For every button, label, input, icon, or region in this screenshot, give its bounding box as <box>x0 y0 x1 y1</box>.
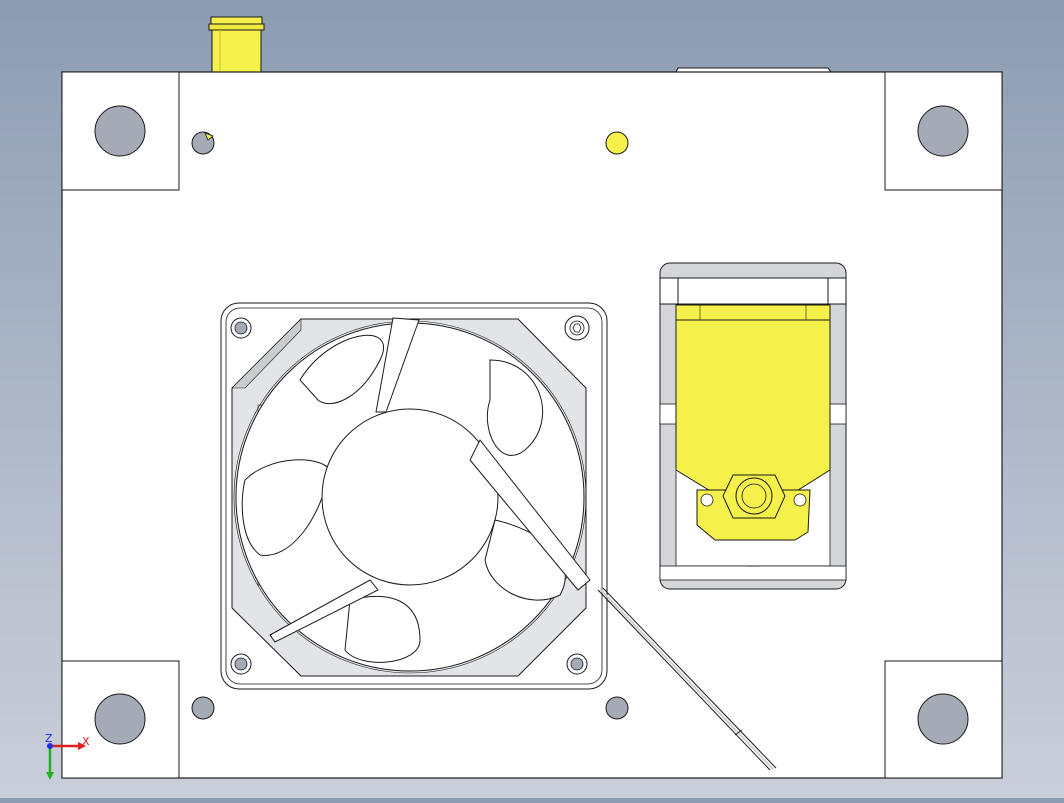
corner-pad-bottom-right[interactable] <box>884 660 1003 779</box>
axis-triad: X Z <box>45 732 90 780</box>
corner-pad-top-right[interactable] <box>884 71 1003 191</box>
z-axis-label: Z <box>45 732 53 745</box>
small-hole-bottom-center[interactable] <box>605 696 629 720</box>
mounting-hole-icon <box>917 105 969 157</box>
x-axis-label: X <box>82 735 90 748</box>
corner-pad-bottom-left[interactable] <box>61 660 180 779</box>
pneumatic-fitting[interactable] <box>208 16 265 73</box>
corner-pad-top-left[interactable] <box>61 71 180 191</box>
mounting-hole-icon <box>94 105 146 157</box>
mounting-hole-icon <box>94 693 146 745</box>
z-axis-dot <box>47 743 53 749</box>
cable-icon[interactable] <box>597 587 777 771</box>
actuator-bracket[interactable] <box>659 262 847 590</box>
small-hole-top-left[interactable] <box>191 131 215 155</box>
mounting-hole-icon <box>917 693 969 745</box>
small-hole-bottom-left[interactable] <box>191 696 215 720</box>
fan-icon[interactable] <box>220 302 608 690</box>
hex-nut-icon[interactable] <box>722 474 786 519</box>
yellow-pin-hole[interactable] <box>605 131 629 155</box>
